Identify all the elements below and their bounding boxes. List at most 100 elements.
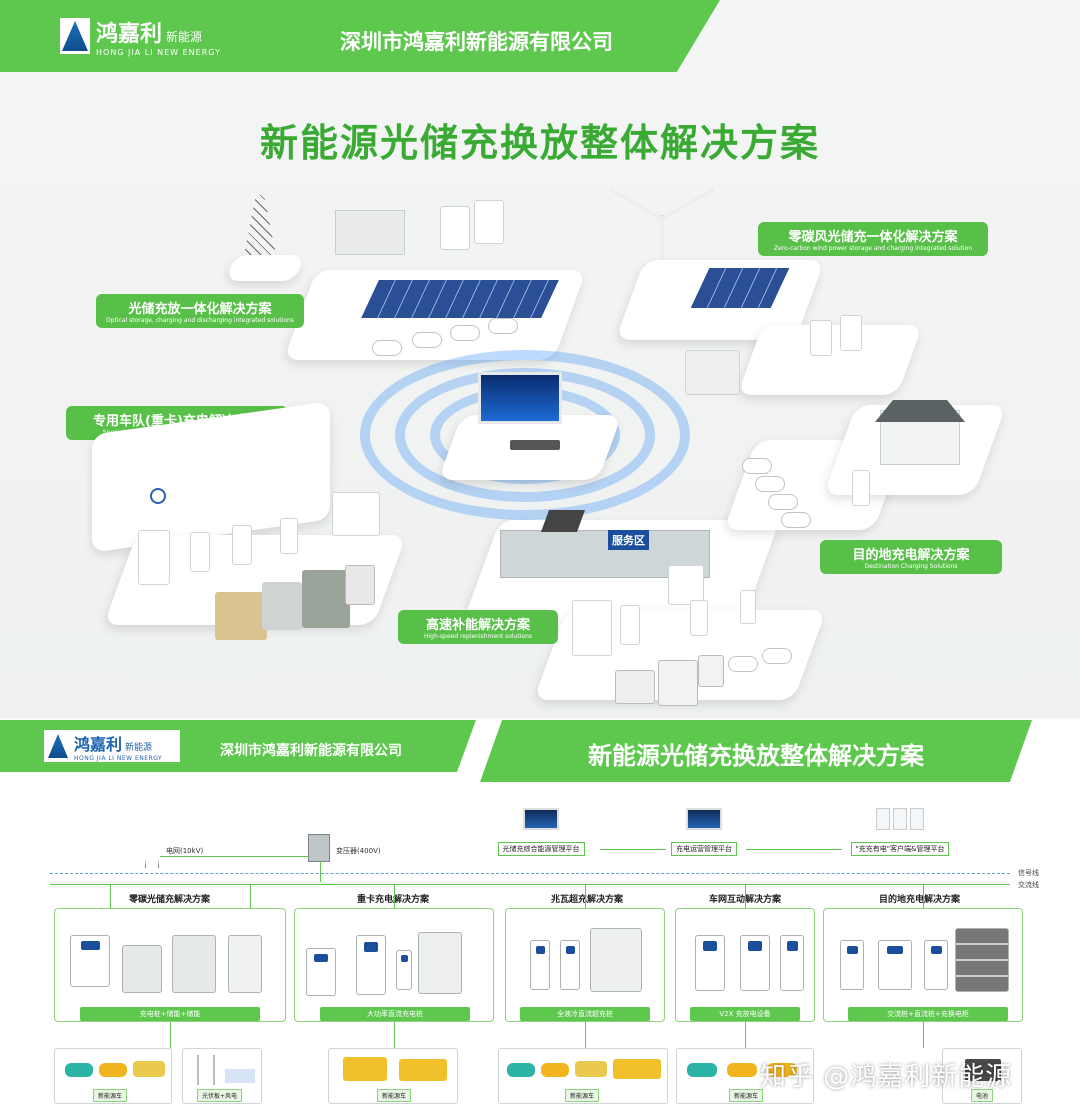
car-icon [372,340,402,356]
battery-box: 电池 [942,1048,1022,1104]
wind-turbine-icon [213,1055,215,1085]
connector [745,1022,746,1048]
storage-cabinet [668,565,704,605]
dump-truck-icon [343,1057,387,1081]
ac-line-label: 交流线 [1018,881,1039,889]
vehicle-tag: 新能源车 [377,1089,412,1102]
charger-cabinet [280,518,298,554]
truck-icon [215,592,267,640]
charger-icon [780,935,804,991]
bottom-title: 新能源光储充换放整体解决方案 [588,742,924,770]
app-screens-icon [840,808,960,830]
car-icon [488,318,518,334]
vehicle-box: 新能源车 [498,1048,668,1104]
renewable-box: 光伏板+风电 [182,1048,262,1104]
connector [170,1022,171,1048]
keyboard-icon [510,440,560,450]
vehicle-tag: 新能源车 [565,1089,600,1102]
storage-cabinet-icon [122,945,162,993]
tower-platform [225,255,305,281]
car-icon [728,656,758,672]
solution-foot: 交流桩+直流桩+充换电柜 [848,1007,1008,1021]
platform-client-app: "充充有电"客户端&管理平台 [840,808,960,856]
car-icon [742,458,772,474]
storage-cabinet-icon [418,932,462,994]
car-icon [412,332,442,348]
logo-mark-icon [60,18,90,54]
charger-icon [356,935,386,995]
charger-icon [740,935,770,991]
charger-cabinet [620,605,640,645]
storage-cabinet-icon [228,935,262,993]
storage-cabinet-icon [590,928,642,992]
connector [745,884,746,908]
taxi-icon [541,1063,569,1077]
solar-panel-icon [225,1069,255,1083]
truck-icon [399,1059,447,1081]
platform-link [746,849,842,850]
top-logo: 鸿嘉利 新能源 HONG JIA LI NEW ENERGY [52,14,272,58]
logo-mark-icon [48,734,68,758]
car-icon [762,648,792,664]
transformer-line [320,862,321,882]
truck-icon [613,1059,661,1079]
storage-cabinet [332,492,380,536]
transformer-label: 变压器(400V) [336,847,381,855]
truck-icon [615,670,655,704]
solution-title: 目的地充电解决方案 [876,892,964,905]
platform-charging-operation: 充电运营管理平台 [664,808,744,856]
charger-icon [396,950,412,990]
charger-icon [924,940,948,990]
charger-cabinet [810,320,832,356]
monitor-icon [523,808,559,830]
company-name: 深圳市鸿嘉利新能源有限公司 [340,30,613,54]
page-title: 新能源光储充换放整体解决方案 [259,121,820,165]
charger-icon [560,940,580,990]
mobile-storage-icon [685,350,740,395]
storage-cabinet [440,206,470,250]
charger-icon [70,935,110,987]
storage-cabinet [138,530,170,585]
turbine-blade [661,187,715,221]
battery-swap-cabinet-icon [955,928,1009,992]
charger-cabinet [852,470,870,506]
connector [585,884,586,908]
service-area-sign: 服务区 [608,530,649,550]
solution-title: 兆瓦超充解决方案 [548,892,627,905]
platform-label: "充充有电"客户端&管理平台 [850,842,950,856]
turbine-blade [609,187,663,221]
car-icon [687,1063,717,1077]
vehicle-tag: 光伏板+风电 [197,1089,243,1102]
label-highway-solution: 高速补能解决方案 High-speed replenishment soluti… [398,610,558,644]
top-poster: 鸿嘉利 新能源 HONG JIA LI NEW ENERGY 深圳市鸿嘉利新能源… [0,0,1080,718]
platform-energy-management: 光储充综合能源管理平台 [486,808,596,856]
car-icon [768,494,798,510]
charger-cabinet [690,600,708,636]
storage-cabinet [474,200,504,244]
van-icon [698,655,724,687]
truck-icon [658,660,698,706]
car-icon [781,512,811,528]
platform-link [600,849,666,850]
connector [585,1022,586,1048]
car-icon [450,325,480,341]
charger-icon [306,948,336,996]
signal-wave [360,350,690,520]
logo-subtitle: 新能源 [125,742,153,753]
taxi-icon [767,1063,797,1077]
monitor-screen-icon [478,372,562,424]
car-icon [65,1063,93,1077]
house-roof [875,400,965,422]
solution-foot: 充电桩+储能+储能 [80,1007,260,1021]
solar-panel-icon [361,280,559,318]
logo-english: HONG JIA LI NEW ENERGY [96,47,221,57]
truck-icon [302,570,350,628]
label-destination-solution: 目的地充电解决方案 Destination Charging Solutions [820,540,1002,574]
connector [394,1022,395,1048]
van-icon [345,565,375,605]
connector [394,884,395,908]
signal-line [50,873,1010,874]
taxi-icon [727,1063,757,1077]
logo-name: 鸿嘉利 [74,734,123,754]
vehicle-box: 新能源车 [54,1048,172,1104]
